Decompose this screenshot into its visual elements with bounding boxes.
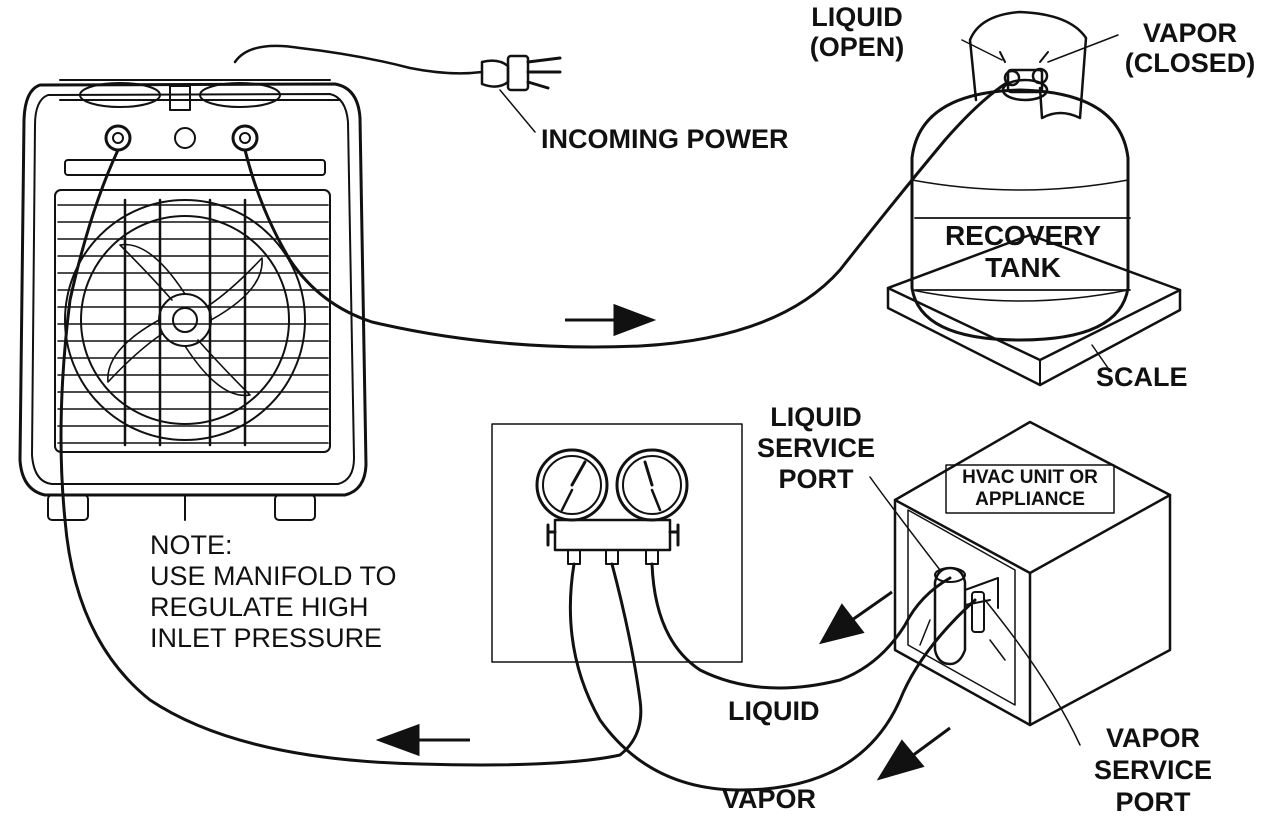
tank-liquid-open-label: LIQUID (OPEN): [792, 2, 922, 62]
tank-vapor-closed-label: VAPOR (CLOSED): [1110, 18, 1270, 78]
hvac-unit-label: HVAC UNIT OR APPLIANCE: [946, 467, 1114, 511]
low-side-gauge: [535, 448, 609, 522]
recovery-tank-label: RECOVERY TANK: [918, 220, 1128, 284]
hose-vapor: [568, 562, 977, 792]
tank-vapor-label: VAPOR: [1142, 18, 1237, 48]
hvac-label-line2: APPLIANCE: [975, 489, 1085, 510]
hose-outlet-to-tank: [243, 80, 1010, 349]
machine-outlet-port: [231, 124, 259, 152]
flow-arrow-icon: [819, 590, 893, 645]
fan-grill: [54, 189, 331, 453]
vapor-service-port-line2: SERVICE: [1093, 755, 1213, 785]
hvac-unit: [869, 420, 1172, 746]
incoming-power-label: INCOMING POWER: [541, 124, 789, 154]
tank-closed-label: (CLOSED): [1124, 48, 1256, 78]
tank-label: TANK: [985, 252, 1061, 283]
vapor-hose-label: VAPOR: [722, 784, 817, 814]
note-line4: INLET PRESSURE: [150, 623, 383, 653]
recovery-machine: [18, 79, 368, 521]
hvac-label-line1: HVAC UNIT OR: [962, 467, 1098, 488]
recovery-tank: [886, 10, 1182, 387]
liquid-service-port-label: LIQUID SERVICE PORT: [744, 402, 888, 495]
tank-liquid-label: LIQUID: [811, 2, 903, 32]
plug-icon: [480, 54, 562, 92]
flow-arrow-icon: [565, 303, 657, 337]
power-cord: [233, 44, 562, 133]
note-line1: NOTE:: [150, 530, 233, 560]
hose-liquid: [650, 562, 952, 690]
flow-arrow-icon: [375, 723, 470, 757]
vapor-service-port-label: VAPOR SERVICE PORT: [1078, 722, 1228, 818]
manifold: [491, 423, 743, 663]
note-line3: REGULATE HIGH: [150, 592, 369, 622]
tank-open-label: (OPEN): [809, 32, 905, 62]
recovery-label: RECOVERY: [944, 220, 1102, 251]
vapor-service-port-line3: PORT: [1115, 787, 1191, 817]
note-line2: USE MANIFOLD TO: [150, 561, 397, 591]
manifold-note: NOTE: USE MANIFOLD TO REGULATE HIGH INLE…: [150, 530, 397, 654]
scale-label: SCALE: [1096, 362, 1188, 392]
vapor-service-port-line1: VAPOR: [1105, 723, 1200, 753]
high-side-gauge: [615, 448, 689, 522]
hose-manifold-to-inlet: [59, 148, 643, 767]
liquid-service-port-line3: PORT: [778, 464, 854, 494]
liquid-service-port-line1: LIQUID: [770, 402, 862, 432]
machine-inlet-port: [104, 124, 132, 152]
scale: [886, 233, 1182, 387]
liquid-service-port-line2: SERVICE: [756, 433, 876, 463]
flow-arrows: [375, 303, 951, 781]
flow-arrow-icon: [876, 726, 951, 781]
hoses: [59, 80, 1010, 792]
liquid-hose-label: LIQUID: [728, 696, 820, 726]
